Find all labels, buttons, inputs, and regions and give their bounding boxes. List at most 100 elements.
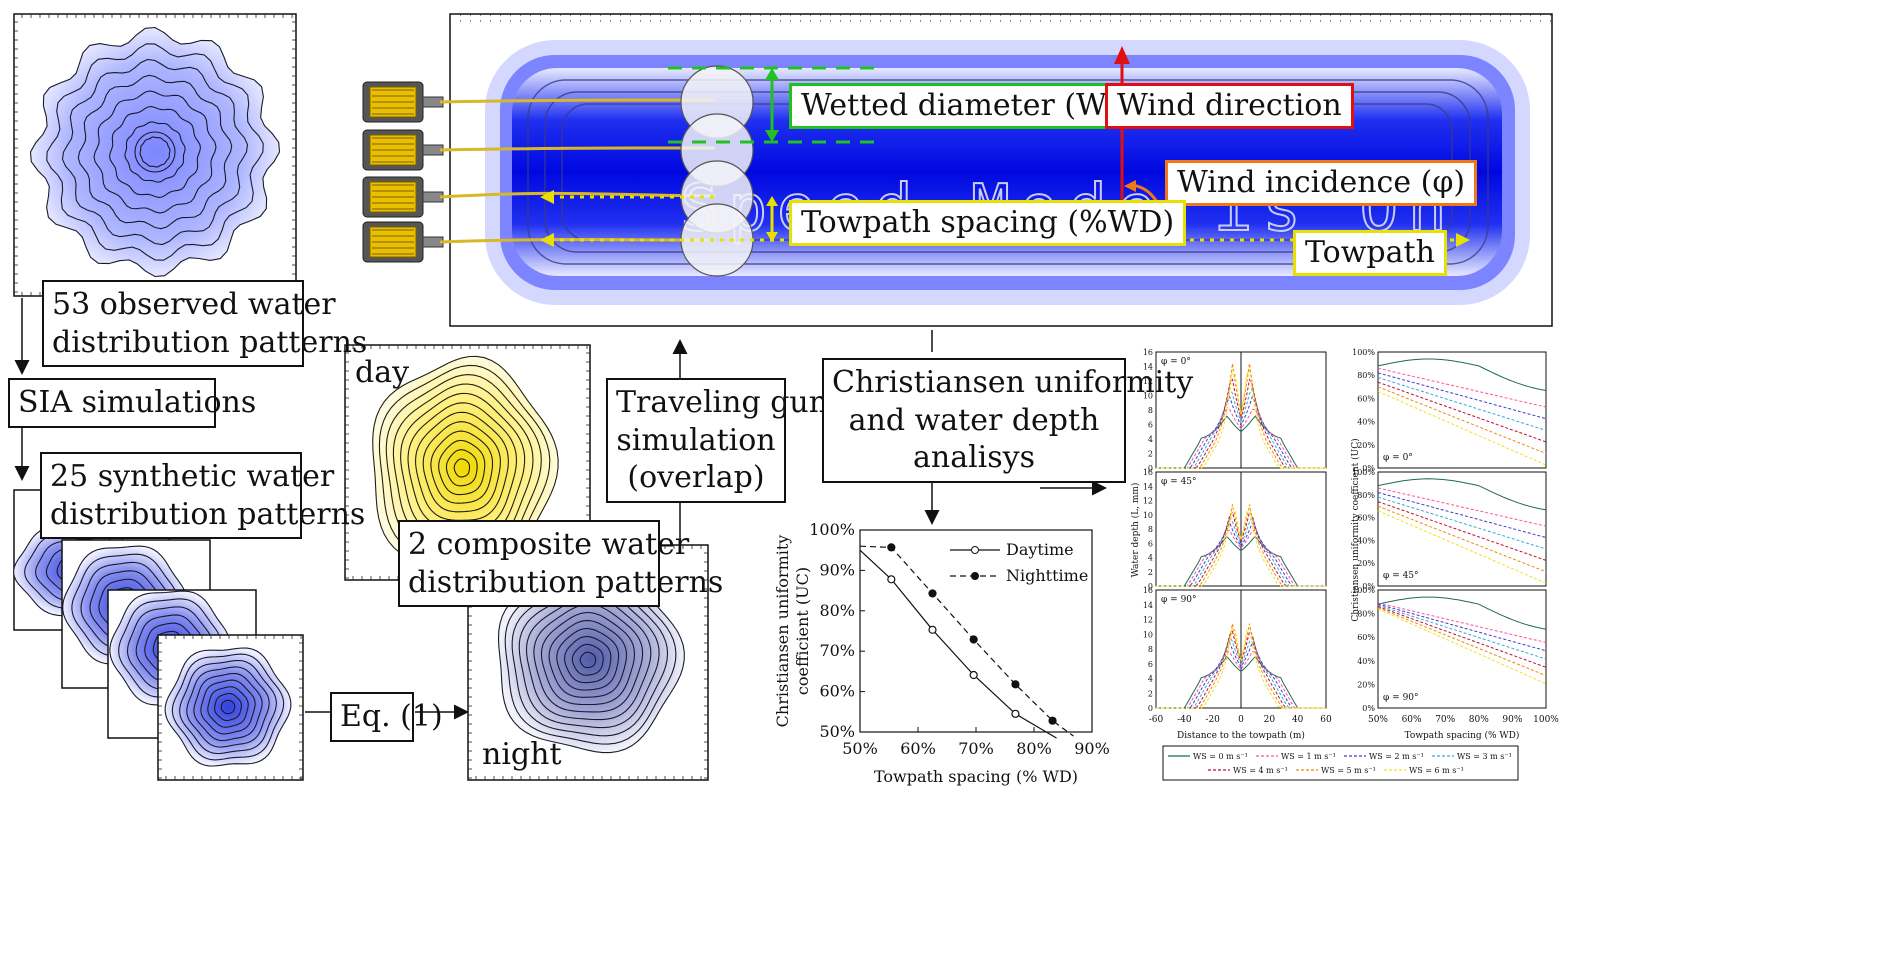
depth-y-tick: 8 bbox=[1148, 525, 1153, 534]
depth-y-tick: 10 bbox=[1143, 392, 1153, 401]
uniformity-chart: 50%60%70%80%90%50%60%70%80%90%100%Towpat… bbox=[773, 520, 1110, 786]
legend-text: WS = 0 m s⁻¹ bbox=[1193, 752, 1248, 761]
traveling-gun-reels bbox=[362, 81, 444, 263]
christiansen-line-3: analisys bbox=[912, 440, 1036, 475]
depth-series bbox=[1156, 626, 1326, 709]
uc-series bbox=[1377, 505, 1547, 573]
wetted-diameter-label: Wetted diameter (WD) bbox=[789, 83, 1155, 129]
depth-series bbox=[1156, 363, 1326, 469]
uc-y-tick: 20% bbox=[1357, 680, 1375, 689]
synthetic-line-1: 25 synthetic water bbox=[50, 459, 335, 494]
depth-y-tick: 12 bbox=[1143, 616, 1153, 625]
uc-y-tick: 0% bbox=[1362, 582, 1375, 591]
traveling-line-3: (overlap) bbox=[627, 460, 765, 495]
uc-spacing-panels: φ = 0°0%20%40%60%80%100%φ = 45°0%20%40%6… bbox=[1350, 348, 1559, 741]
y-tick-label: 60% bbox=[819, 682, 855, 701]
uc-series bbox=[1377, 390, 1547, 466]
observed-line-2: distribution patterns bbox=[52, 324, 368, 360]
uc-y-tick: 60% bbox=[1357, 514, 1375, 523]
uc-series bbox=[1377, 478, 1547, 511]
depth-x-tick: 40 bbox=[1292, 715, 1304, 725]
uc-panel-frame bbox=[1377, 351, 1547, 469]
uc-series bbox=[1377, 372, 1547, 420]
depth-y-title: Water depth (L, mm) bbox=[1130, 483, 1141, 578]
uc-panel-frame bbox=[1377, 471, 1547, 587]
sia-simulations-label: SIA simulations bbox=[8, 378, 256, 428]
uc-y-tick: 100% bbox=[1352, 468, 1375, 477]
day-label: day bbox=[355, 355, 410, 390]
uc-y-tick: 60% bbox=[1357, 394, 1375, 403]
x-tick-label: 50% bbox=[842, 739, 878, 758]
uc-y-tick: 40% bbox=[1357, 657, 1375, 666]
legend-text: WS = 5 m s⁻¹ bbox=[1321, 766, 1376, 775]
depth-y-tick: 0 bbox=[1148, 582, 1153, 591]
x-tick-label: 70% bbox=[958, 739, 994, 758]
depth-y-tick: 10 bbox=[1143, 511, 1153, 520]
uc-series bbox=[1377, 496, 1547, 550]
legend-text: WS = 3 m s⁻¹ bbox=[1457, 752, 1512, 761]
x-tick-label: 80% bbox=[1016, 739, 1052, 758]
uc-y-title: Christiansen uniformity coefficient (UC) bbox=[1350, 438, 1361, 621]
phi-label: φ = 45° bbox=[1383, 571, 1419, 581]
phi-label: φ = 90° bbox=[1383, 693, 1419, 703]
uc-x-title: Towpath spacing (% WD) bbox=[1405, 730, 1520, 741]
uc-series bbox=[1377, 377, 1547, 431]
uc-series bbox=[1377, 596, 1547, 630]
uc-series bbox=[1377, 367, 1547, 408]
depth-y-tick: 12 bbox=[1143, 377, 1153, 386]
uc-y-tick: 80% bbox=[1357, 610, 1375, 619]
wind-direction-label: Wind direction bbox=[1105, 83, 1354, 129]
y-tick-label: 90% bbox=[819, 560, 855, 579]
depth-y-tick: 8 bbox=[1148, 645, 1153, 654]
christiansen-analysis-label: Christiansen uniformity and water depth … bbox=[822, 358, 1194, 483]
composite-patterns-label: 2 composite water distribution patterns bbox=[398, 520, 724, 607]
y-tick-label: 80% bbox=[819, 601, 855, 620]
depth-x-tick: -40 bbox=[1177, 715, 1192, 725]
depth-y-tick: 10 bbox=[1143, 630, 1153, 639]
depth-series bbox=[1156, 368, 1326, 469]
phi-label: φ = 90° bbox=[1161, 595, 1197, 605]
night-label: night bbox=[482, 737, 562, 772]
uc-y-tick: 40% bbox=[1357, 418, 1375, 427]
depth-y-tick: 14 bbox=[1143, 601, 1153, 610]
wind-incidence-label: Wind incidence (φ) bbox=[1165, 160, 1478, 206]
data-point bbox=[928, 589, 937, 598]
depth-y-tick: 6 bbox=[1148, 539, 1153, 548]
uc-y-tick: 100% bbox=[1352, 586, 1375, 595]
composite-line-2: distribution patterns bbox=[408, 564, 724, 600]
data-point bbox=[928, 625, 937, 634]
legend-text: WS = 2 m s⁻¹ bbox=[1369, 752, 1424, 761]
depth-y-tick: 16 bbox=[1143, 348, 1153, 357]
depth-y-tick: 14 bbox=[1143, 363, 1153, 372]
depth-y-tick: 4 bbox=[1148, 554, 1153, 563]
uc-series bbox=[1377, 510, 1547, 584]
depth-y-tick: 8 bbox=[1148, 406, 1153, 415]
uc-series bbox=[1377, 604, 1547, 660]
depth-y-tick: 4 bbox=[1148, 435, 1153, 444]
uc-y-tick: 100% bbox=[1352, 348, 1375, 357]
equation-label: Eq. (1) bbox=[330, 692, 443, 742]
depth-x-tick: 20 bbox=[1264, 715, 1276, 725]
data-point bbox=[969, 635, 978, 644]
uc-y-tick: 0% bbox=[1362, 464, 1375, 473]
depth-y-tick: 0 bbox=[1148, 704, 1153, 713]
legend-label: Daytime bbox=[1006, 540, 1074, 559]
phi-label: φ = 0° bbox=[1383, 453, 1413, 463]
uc-x-tick: 50% bbox=[1368, 715, 1388, 725]
uc-plot-area bbox=[859, 529, 1093, 733]
uc-y-tick: 80% bbox=[1357, 371, 1375, 380]
uc-series bbox=[1377, 608, 1547, 685]
y-tick-label: 70% bbox=[819, 641, 855, 660]
legend-marker bbox=[971, 546, 979, 554]
uc-x-tick: 100% bbox=[1533, 715, 1559, 725]
depth-series bbox=[1156, 378, 1326, 469]
towpath-label: Towpath bbox=[1293, 230, 1447, 276]
towpath-spacing-label: Towpath spacing (%WD) bbox=[789, 200, 1187, 246]
uc-y-tick: 40% bbox=[1357, 536, 1375, 545]
y-tick-label: 100% bbox=[809, 520, 855, 539]
observed-patterns-label: 53 observed water distribution patterns bbox=[42, 280, 368, 367]
data-point bbox=[969, 670, 978, 680]
christiansen-line-1: Christiansen uniformity bbox=[832, 365, 1194, 400]
